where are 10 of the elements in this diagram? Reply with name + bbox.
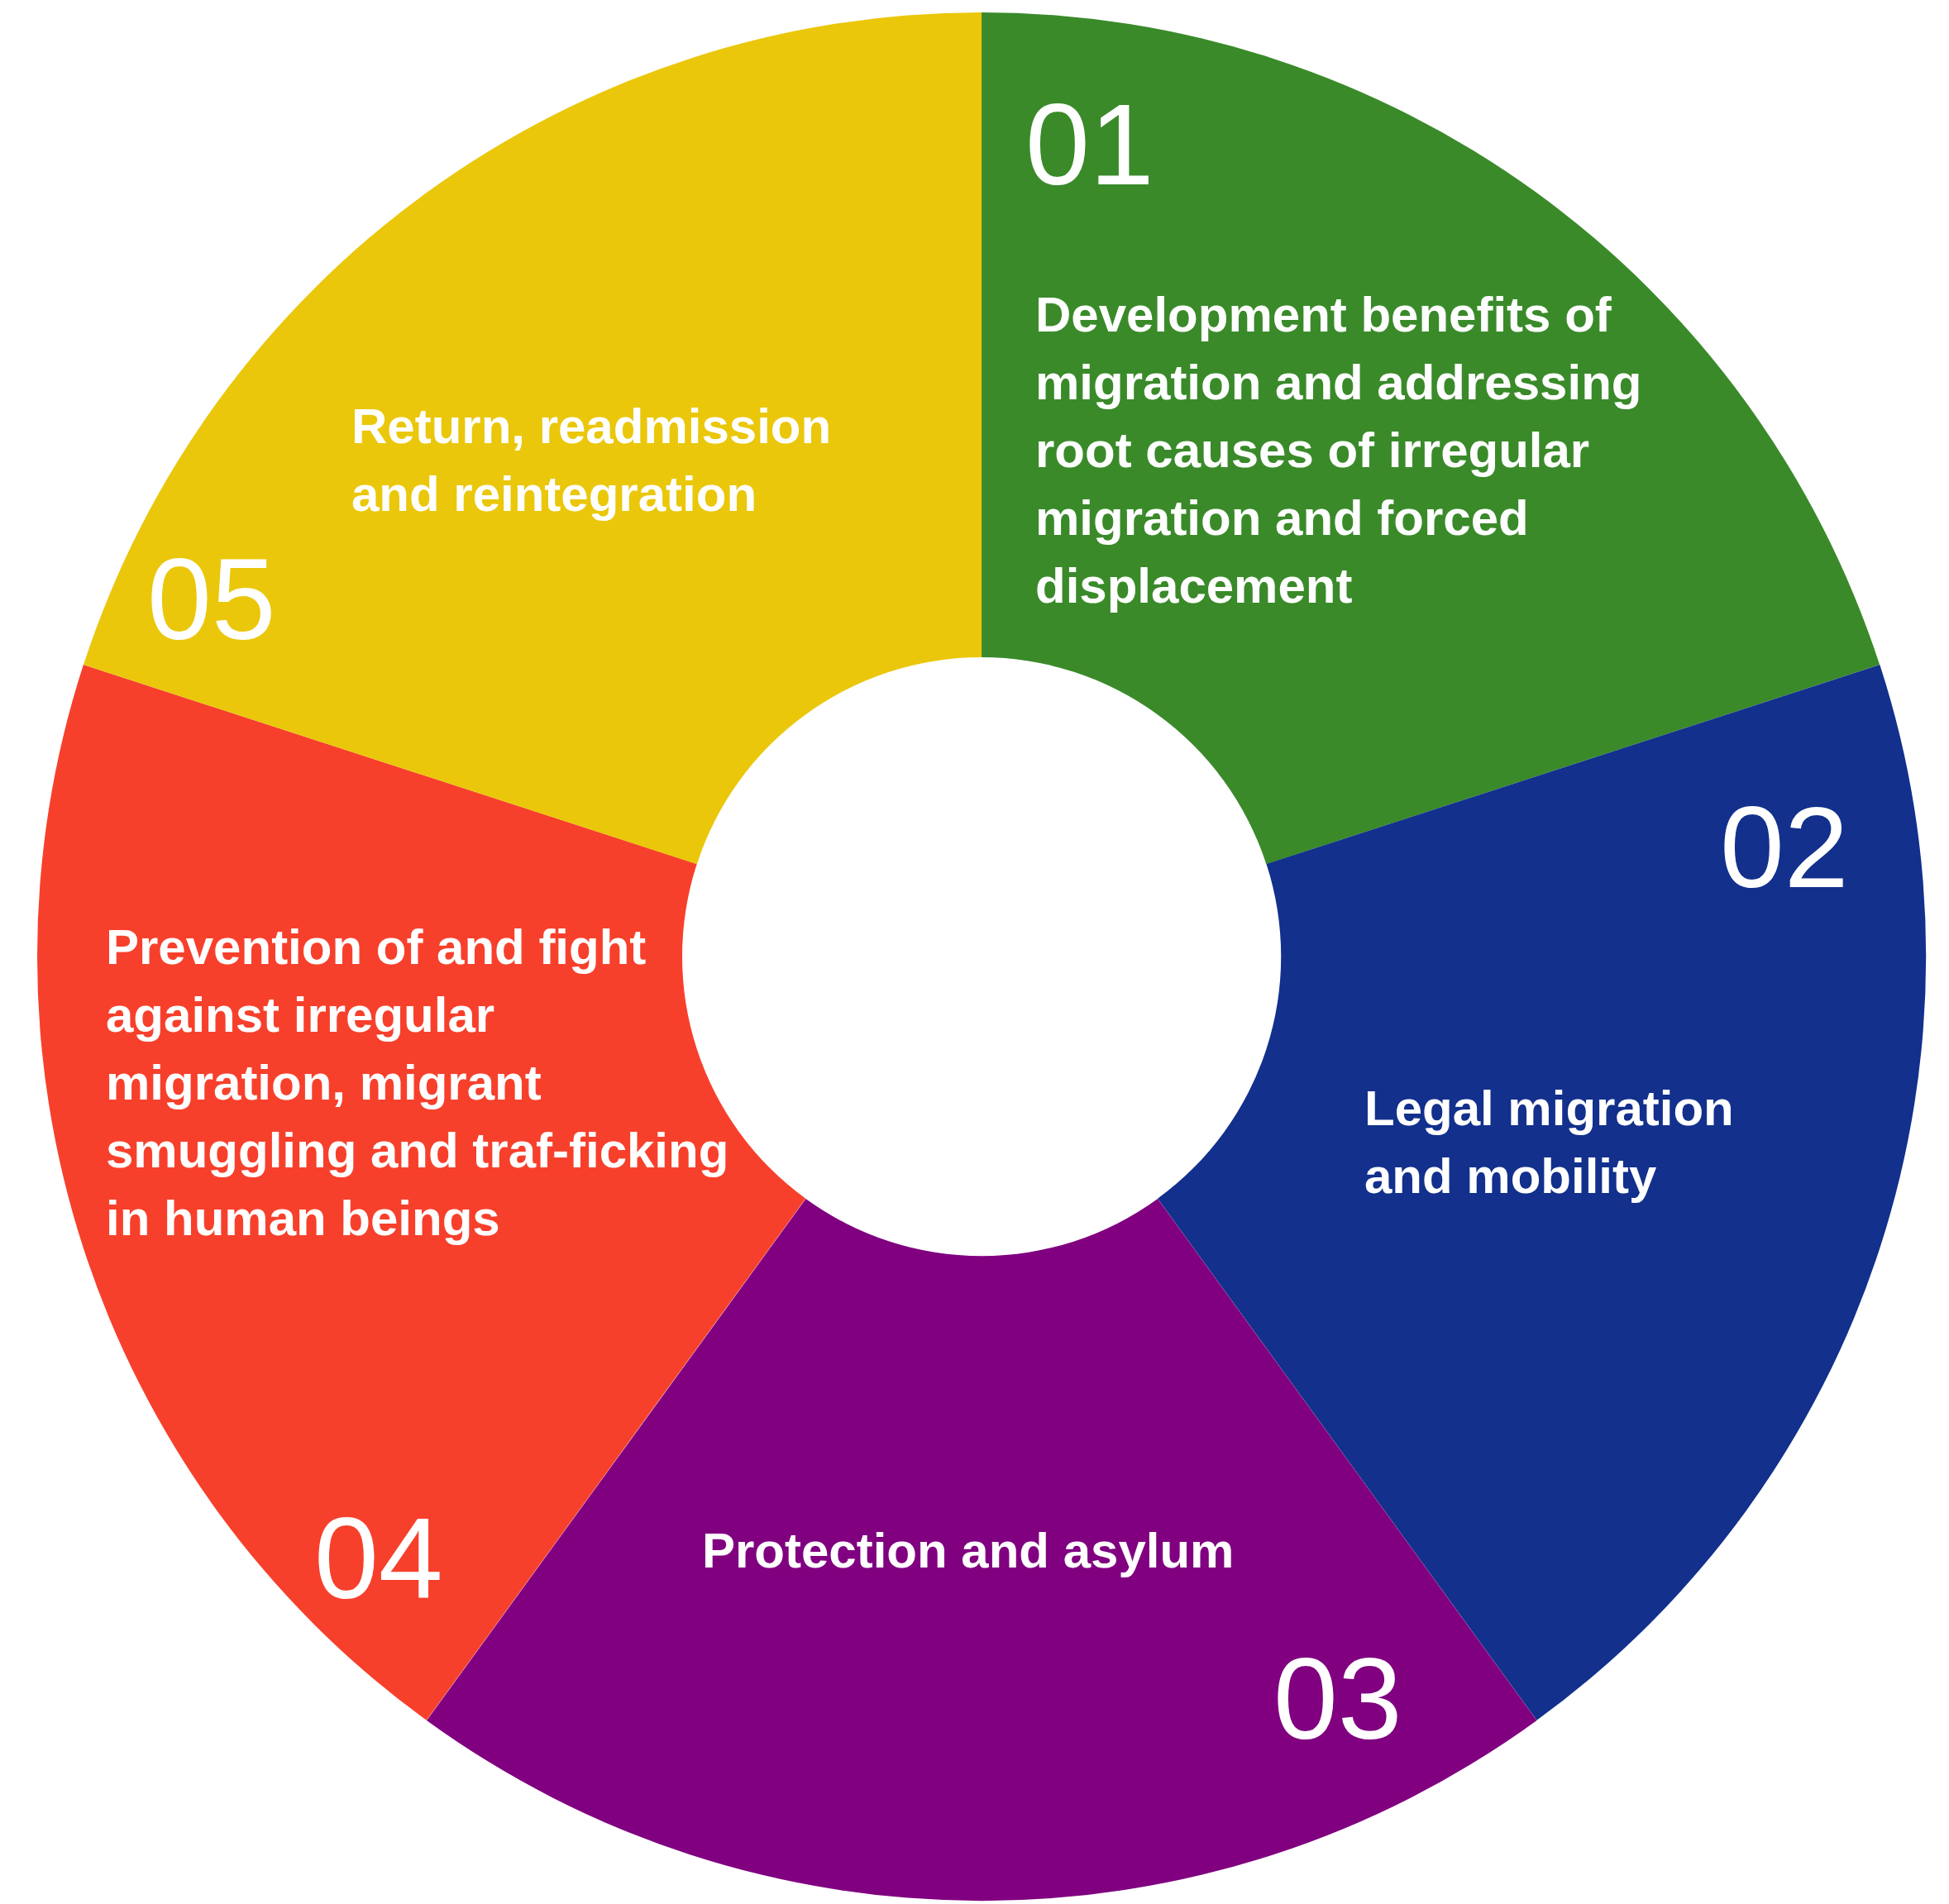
segment-description: Legal migration and mobility bbox=[1364, 1080, 1735, 1205]
segment-description: Protection and asylum bbox=[702, 1522, 1235, 1580]
segment-number: 01 bbox=[1025, 87, 1154, 203]
segment-number: 04 bbox=[314, 1501, 443, 1616]
segment-number: 03 bbox=[1273, 1641, 1402, 1757]
segment-description: Prevention of and fight against irregular migration, migrant smuggling and traf-ficking in human beings bbox=[106, 919, 730, 1248]
segment-description: Development benefits of migration and addressing root causes of irregular migration and forced displacement bbox=[1035, 286, 1643, 615]
segment-description: Return, readmission and reintegration bbox=[351, 398, 833, 523]
segment-number: 05 bbox=[147, 542, 276, 657]
segment-number: 02 bbox=[1720, 790, 1849, 905]
